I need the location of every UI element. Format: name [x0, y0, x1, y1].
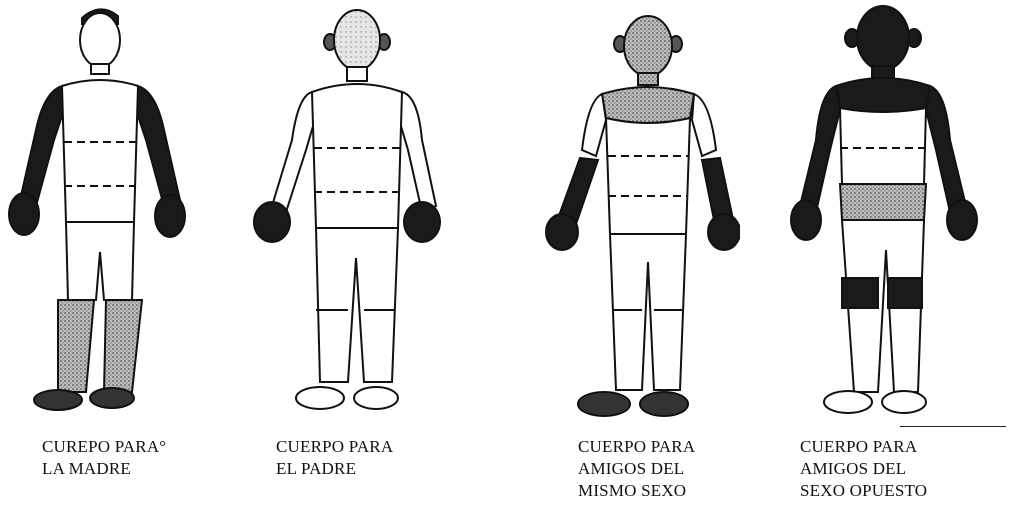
- shoulders-mismo: [600, 86, 696, 124]
- torso-padre: [310, 83, 404, 229]
- figure-madre: [8, 8, 186, 411]
- neck-padre: [346, 66, 368, 82]
- hand-right-padre: [403, 201, 441, 243]
- caption-opuesto-line1: CUERPO PARA: [800, 437, 918, 456]
- hand-left-padre: [253, 201, 291, 243]
- foot-right-mismo: [639, 391, 689, 417]
- knee-left-opuesto: [841, 277, 879, 309]
- caption-mismo-line2: AMIGOS DEL: [578, 459, 685, 478]
- foot-right-padre: [353, 386, 399, 410]
- neck-mismo: [637, 72, 659, 86]
- upper-arm-left-mismo: [580, 92, 608, 158]
- knee-right-opuesto: [887, 277, 923, 309]
- hips-opuesto: [838, 183, 928, 221]
- torso-mismo: [604, 116, 692, 235]
- foot-left-padre: [295, 386, 345, 410]
- caption-mismo-sexo: CUERPO PARA AMIGOS DEL MISMO SEXO: [578, 436, 695, 502]
- hand-right-mismo: [707, 213, 740, 251]
- arm-right-madre: [134, 84, 182, 208]
- head-opuesto: [856, 5, 910, 71]
- legs-mismo: [608, 233, 688, 391]
- upper-arm-right-mismo: [690, 92, 718, 158]
- caption-opuesto-line3: SEXO OPUESTO: [800, 481, 928, 500]
- neck-madre: [90, 63, 110, 75]
- leg-lower-right-madre: [102, 299, 144, 393]
- hand-left-madre: [8, 192, 40, 236]
- caption-mismo-line1: CUERPO PARA: [578, 437, 696, 456]
- hand-right-madre: [154, 194, 186, 238]
- foot-left-opuesto: [823, 390, 873, 414]
- caption-padre-line1: CUERPO PARA: [276, 437, 394, 456]
- caption-madre-line2: LA MADRE: [42, 459, 131, 478]
- foot-right-opuesto: [881, 390, 927, 414]
- caption-padre-line2: EL PADRE: [276, 459, 357, 478]
- foot-left-mismo: [577, 391, 631, 417]
- foot-right-madre: [89, 387, 135, 409]
- torso-opuesto: [838, 106, 928, 185]
- figure-mismo-sexo: [545, 15, 740, 417]
- legs-padre: [314, 227, 400, 383]
- caption-padre: CUERPO PARA EL PADRE: [276, 436, 393, 480]
- caption-opuesto-line2: AMIGOS DEL: [800, 459, 907, 478]
- head-mismo: [623, 15, 673, 77]
- head-padre: [333, 9, 381, 71]
- foot-left-madre: [33, 389, 83, 411]
- caption-sexo-opuesto: CUERPO PARA AMIGOS DEL SEXO OPUESTO: [800, 436, 927, 502]
- hand-left-mismo: [545, 213, 579, 251]
- arm-left-opuesto: [798, 84, 842, 214]
- caption-madre: CUREPO PARA° LA MADRE: [42, 436, 166, 480]
- legs-upper-madre: [64, 221, 136, 301]
- divider-line: [900, 426, 1006, 427]
- head-madre: [79, 12, 121, 68]
- arm-left-madre: [18, 84, 66, 208]
- torso-madre: [60, 79, 140, 223]
- figure-sexo-opuesto: [790, 5, 978, 414]
- leg-lower-left-madre: [57, 299, 96, 393]
- shoulders-opuesto: [834, 77, 932, 113]
- caption-mismo-line3: MISMO SEXO: [578, 481, 687, 500]
- arm-right-padre: [396, 90, 438, 214]
- hand-left-opuesto: [790, 199, 822, 241]
- figure-padre: [253, 9, 441, 410]
- arm-right-opuesto: [924, 84, 968, 214]
- arm-left-padre: [270, 90, 318, 214]
- hand-right-opuesto: [946, 199, 978, 241]
- caption-madre-line1: CUREPO PARA°: [42, 437, 167, 456]
